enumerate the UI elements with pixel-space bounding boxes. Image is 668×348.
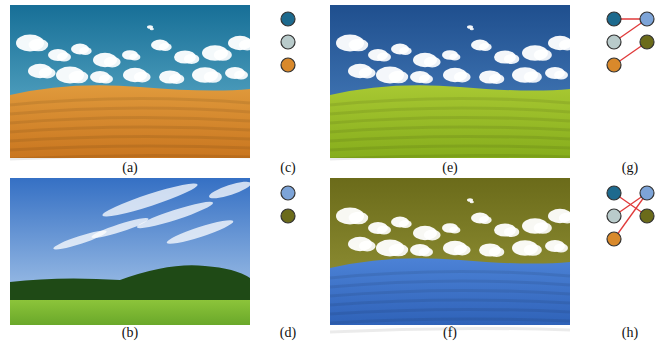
subfigure-label: (e) xyxy=(442,160,458,176)
subfigure-label: (h) xyxy=(622,325,638,341)
photo-meadow xyxy=(10,178,252,325)
palette-swatch xyxy=(607,209,621,223)
subfigure-label: (g) xyxy=(622,160,638,176)
palette-swatch xyxy=(281,209,295,223)
subfigure-label: (d) xyxy=(280,325,296,341)
palette-swatch xyxy=(640,12,654,26)
palette-swatch xyxy=(607,232,621,246)
palette-swatch xyxy=(607,12,621,26)
palette-swatch xyxy=(640,209,654,223)
palette-swatch xyxy=(281,35,295,49)
palette-swatch xyxy=(607,35,621,49)
photo-wheat-field xyxy=(10,5,256,159)
subfigure-label: (a) xyxy=(122,160,138,176)
palette-swatch xyxy=(281,186,295,200)
palette-swatch xyxy=(607,58,621,72)
palette-swatch xyxy=(607,186,621,200)
photo-recolored-green xyxy=(330,5,576,159)
palette-swatch xyxy=(640,35,654,49)
palette-swatch xyxy=(281,12,295,26)
photo-recolored-blue xyxy=(330,178,576,332)
palette-swatch xyxy=(281,58,295,72)
subfigure-label: (f) xyxy=(443,325,457,341)
subfigure-label: (b) xyxy=(122,325,138,341)
subfigure-label: (c) xyxy=(280,160,296,176)
palette-swatch xyxy=(640,186,654,200)
